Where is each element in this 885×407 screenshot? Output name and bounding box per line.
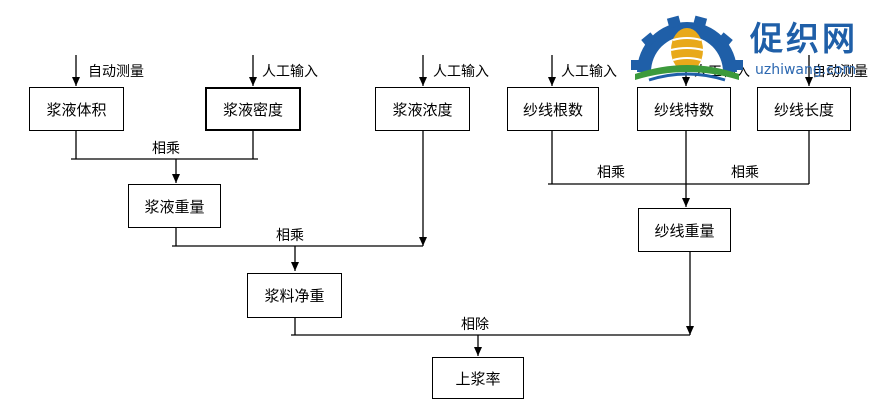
box-yarn-weight: 纱线重量 — [638, 208, 731, 252]
box-slurry-concentration: 浆液浓度 — [375, 87, 470, 131]
watermark-brand-text: 促织网 — [750, 19, 858, 58]
multiply-label-1: 相乘 — [152, 141, 180, 157]
watermark-url-text: uzhiwang.com — [755, 62, 857, 78]
divide-label: 相除 — [461, 317, 489, 333]
manual-input-label-1: 人工输入 — [262, 64, 318, 80]
box-yarn-tex: 纱线特数 — [637, 87, 731, 131]
auto-measure-label-2: 自动测量 — [812, 64, 868, 80]
box-yarn-count: 纱线根数 — [507, 87, 599, 131]
multiply-label-2: 相乘 — [276, 228, 304, 244]
box-slurry-volume: 浆液体积 — [29, 87, 124, 131]
watermark-logo-icon — [631, 15, 743, 82]
manual-input-label-2: 人工输入 — [433, 64, 489, 80]
multiply-label-3: 相乘 — [597, 165, 625, 181]
box-slurry-weight: 浆液重量 — [128, 184, 221, 228]
multiply-label-4: 相乘 — [731, 165, 759, 181]
box-sizing-rate: 上浆率 — [432, 357, 524, 399]
box-size-net-weight: 浆料净重 — [247, 273, 342, 318]
auto-measure-label-1: 自动测量 — [88, 64, 144, 80]
box-yarn-length: 纱线长度 — [757, 87, 851, 131]
manual-input-label-3: 人工输入 — [561, 64, 617, 80]
box-slurry-density: 浆液密度 — [205, 87, 301, 131]
